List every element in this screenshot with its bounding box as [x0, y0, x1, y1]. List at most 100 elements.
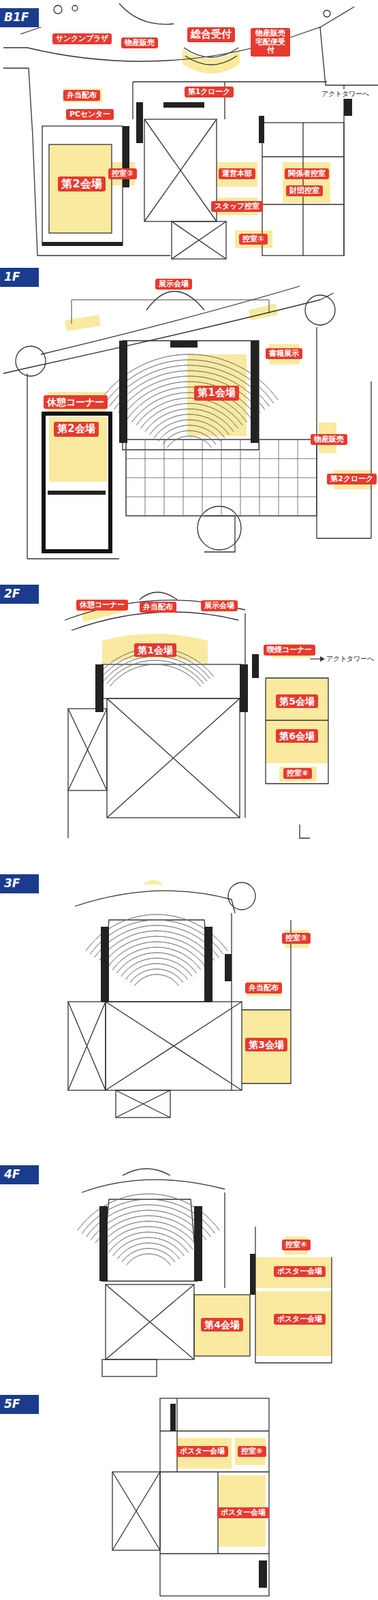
room-name: B1F	[4, 10, 35, 25]
room-name: 展示会場	[204, 601, 235, 611]
room-name: 財団控室	[289, 186, 320, 196]
room-name: ポスター会場	[277, 1266, 323, 1276]
room-label: 関係者控室	[284, 168, 329, 180]
room-name: 弁当配布	[248, 983, 279, 993]
room-name: 控室④	[285, 1240, 307, 1250]
room-name: 控室①	[242, 234, 264, 244]
room-name: 1F	[4, 270, 35, 285]
room-label: 第2会場	[57, 176, 105, 192]
room-label: スタッフ控室	[211, 200, 263, 213]
room-label: 運営本部	[218, 168, 256, 180]
1f-plan	[3, 286, 372, 559]
room-label: 物産販売 宅配便受付	[250, 27, 291, 57]
room-label: 総合受付	[187, 27, 235, 42]
room-name: サンクンプラザ	[55, 34, 109, 44]
room-name: 5F	[4, 1396, 35, 1411]
room-name: 第5会場	[279, 695, 315, 707]
room-name: 4F	[4, 1167, 35, 1181]
room-label: 第1会場	[134, 642, 177, 657]
room-label: ポスター会場	[273, 1265, 326, 1278]
4f-plan	[77, 1168, 332, 1376]
room-name: 運営本部	[222, 169, 252, 179]
direction-label: アクトタワーへ	[320, 89, 371, 99]
room-name: 総合受付	[190, 28, 232, 41]
room-label: 第5会場	[275, 694, 319, 708]
room-label: 控室④	[281, 1238, 310, 1251]
room-name: 控室③	[285, 933, 307, 943]
room-label: 控室③	[281, 932, 310, 944]
room-name: 控室⑤	[241, 1446, 263, 1456]
room-label: 展示会場	[200, 600, 238, 612]
room-name: 弁当配布	[66, 91, 97, 101]
room-label: 第1クローク	[184, 86, 235, 99]
room-label: 展示会場	[155, 278, 193, 291]
room-name: ポスター会場	[277, 1314, 323, 1324]
room-name: 休憩コーナー	[79, 600, 125, 610]
room-label: 財団控室	[286, 185, 323, 197]
room-label: 物産販売	[121, 37, 159, 50]
room-name: スタッフ控室	[214, 202, 260, 212]
room-name: 喫煙コーナー	[266, 645, 312, 655]
room-name: ポスター会場	[179, 1446, 225, 1456]
5f-plan	[112, 1397, 270, 1596]
room-label: PCセンター	[66, 108, 114, 121]
room-name: 物産販売 宅配便受付	[254, 29, 287, 56]
room-name: 第6会場	[279, 730, 315, 742]
room-label: 控室②	[108, 168, 137, 180]
room-label: 第3会場	[245, 1037, 288, 1051]
2f-plan	[64, 591, 329, 838]
room-label: 第2会場	[53, 421, 99, 436]
room-name: 2F	[4, 587, 35, 601]
room-label: 第6会場	[275, 728, 319, 743]
room-label: 控室⑥	[283, 767, 312, 780]
room-name: 第3会場	[248, 1038, 285, 1050]
room-label: 控室⑤	[237, 1445, 266, 1457]
room-name: 第2会場	[57, 422, 95, 435]
floor-tag: 4F	[0, 1164, 39, 1184]
room-label: ポスター会場	[176, 1445, 229, 1457]
room-name: 第2会場	[61, 177, 102, 191]
room-label: 休憩コーナー	[43, 395, 108, 409]
room-label: 弁当配布	[139, 601, 177, 613]
floor-tag: 2F	[0, 584, 39, 604]
room-label: 喫煙コーナー	[263, 644, 316, 656]
room-name: 第1会場	[197, 386, 235, 399]
room-name: 第1クローク	[187, 87, 231, 97]
room-label: 弁当配布	[245, 982, 282, 994]
direction-label: アクトタワーへ	[324, 653, 376, 664]
room-name: ポスター会場	[220, 1507, 266, 1517]
room-label: 第2クローク	[326, 473, 377, 485]
room-name: 第1会場	[137, 644, 173, 656]
floor-tag: 1F	[0, 267, 39, 287]
b1f-plan	[3, 3, 378, 259]
room-label: ポスター会場	[217, 1506, 270, 1519]
room-name: 控室⑥	[286, 768, 308, 778]
room-name: 展示会場	[158, 279, 189, 289]
room-label: 休憩コーナー	[76, 599, 129, 611]
floor-tag: 3F	[0, 873, 39, 893]
room-name: 書籍展示	[269, 349, 299, 359]
room-name: 第2クローク	[330, 474, 374, 484]
room-name: 3F	[4, 876, 35, 891]
room-name: 物産販売	[124, 38, 155, 48]
room-label: 弁当配布	[63, 89, 101, 102]
room-name: PCセンター	[69, 110, 111, 120]
room-name: 休憩コーナー	[46, 396, 105, 408]
room-label: 第4会場	[200, 1317, 244, 1331]
room-label: 物産販売	[310, 433, 348, 446]
3f-plan	[68, 879, 309, 1118]
room-label: 書籍展示	[265, 348, 303, 360]
room-name: 弁当配布	[143, 602, 173, 612]
room-name: 物産販売	[313, 435, 344, 445]
room-label: サンクンプラザ	[52, 33, 112, 45]
room-name: 関係者控室	[288, 169, 326, 179]
floor-tag: 5F	[0, 1394, 39, 1414]
room-label: ポスター会場	[273, 1313, 326, 1325]
floor-tag: B1F	[0, 8, 39, 28]
room-name: 第4会場	[204, 1318, 240, 1330]
room-name: 控室②	[111, 169, 133, 179]
room-label: 第1会場	[194, 385, 239, 400]
room-label: 控室①	[239, 233, 267, 246]
